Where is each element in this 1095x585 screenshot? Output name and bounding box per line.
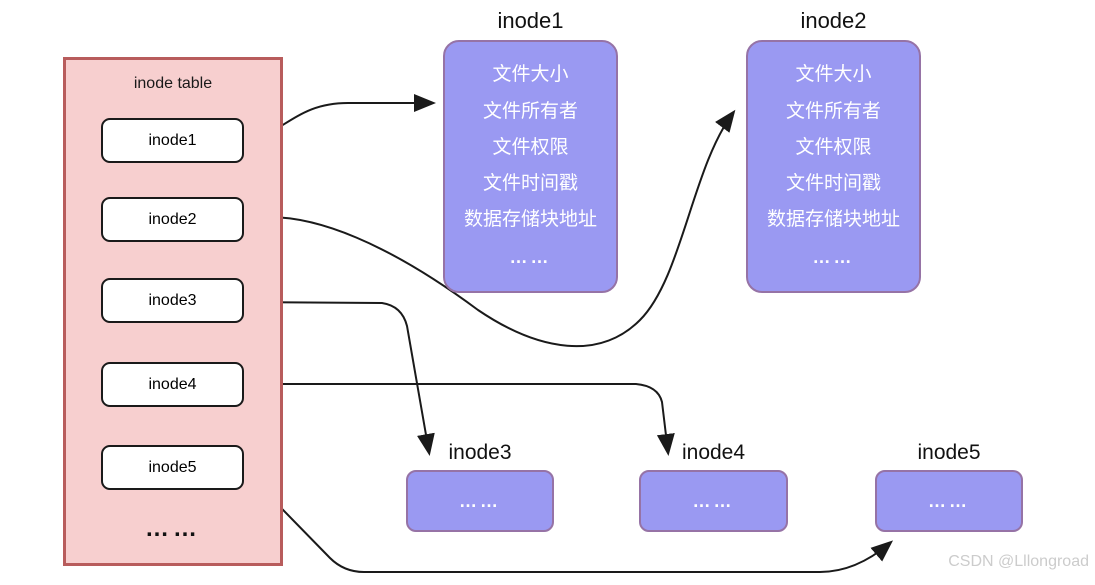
table-entry-inode4: inode4: [101, 362, 244, 407]
box5-ellipsis: ……: [928, 490, 970, 511]
detail2-title: inode2: [800, 8, 867, 33]
box3-ellipsis: ……: [459, 490, 501, 511]
table-ellipsis: ……: [145, 515, 201, 542]
arrow-inode5-to-box5: [246, 472, 894, 573]
box4-ellipsis: ……: [692, 490, 735, 511]
inode-table: inode table inode1 inode2 inode3 inode4 …: [63, 57, 283, 566]
box5-title: inode5: [917, 441, 981, 464]
inode5-box: ……: [875, 470, 1023, 532]
detail2-field-owner: 文件所有者: [785, 100, 881, 122]
table-entry-inode3: inode3: [101, 278, 244, 323]
box3-title: inode3: [448, 441, 512, 464]
inode2-detail-box: 文件大小 文件所有者 文件权限 文件时间戳 数据存储块地址 ……: [746, 40, 921, 293]
inode-table-title: inode table: [133, 75, 213, 92]
table-entry-inode5: inode5: [101, 445, 244, 490]
box4-title: inode4: [681, 441, 746, 464]
detail1-field-perms: 文件权限: [492, 136, 569, 158]
detail1-field-blockaddr: 数据存储块地址: [463, 209, 597, 231]
detail2-field-blockaddr: 数据存储块地址: [766, 209, 900, 231]
table-entry-inode2: inode2: [101, 197, 244, 242]
detail1-field-timestamp: 文件时间戳: [482, 173, 578, 195]
detail2-ellipsis: ……: [812, 246, 855, 267]
detail1-field-size: 文件大小: [492, 64, 569, 86]
detail1-ellipsis: ……: [509, 246, 552, 267]
watermark: CSDN @Lllongroad: [948, 553, 1089, 570]
detail1-field-owner: 文件所有者: [482, 100, 578, 122]
inode4-box: ……: [639, 470, 788, 532]
inode1-detail-box: 文件大小 文件所有者 文件权限 文件时间戳 数据存储块地址 ……: [443, 40, 618, 293]
detail2-field-size: 文件大小: [795, 64, 872, 86]
detail1-title: inode1: [497, 8, 564, 33]
detail2-field-perms: 文件权限: [795, 136, 872, 158]
inode3-box: ……: [406, 470, 554, 532]
detail2-field-timestamp: 文件时间戳: [785, 173, 881, 195]
table-entry-inode1: inode1: [101, 118, 244, 163]
